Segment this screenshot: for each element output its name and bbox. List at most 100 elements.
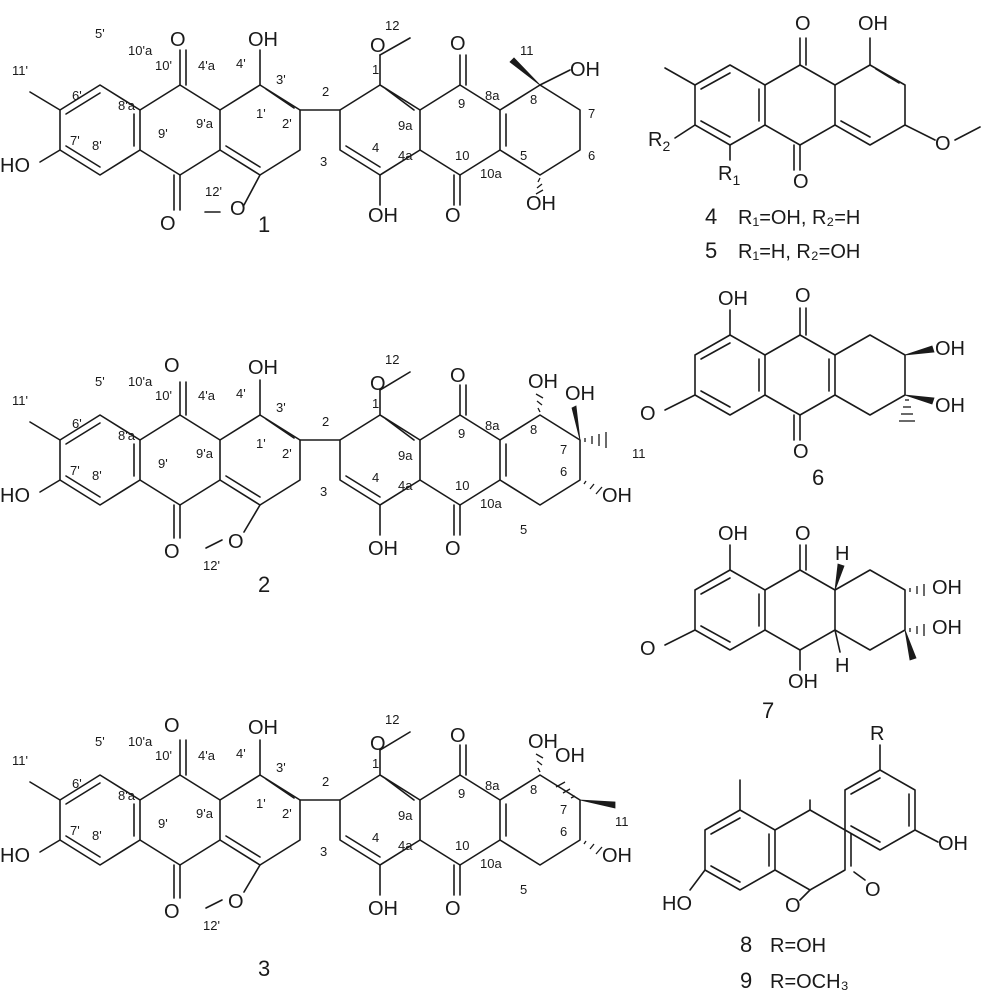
c2-label-8a: 8a: [485, 418, 500, 433]
c3-label-5: 5: [520, 882, 527, 897]
c1-ho-7p: HO: [0, 155, 30, 177]
c1-label-9: 9: [458, 96, 465, 111]
c7-oh-bottom: OH: [788, 671, 818, 693]
c1-label-3p: 3': [276, 72, 286, 87]
c6-ome-o: O: [640, 403, 656, 425]
c2-carbonyl-o-top: O: [164, 355, 180, 377]
c3-oh-7: OH: [555, 745, 585, 767]
c1-oh-4: OH: [368, 205, 398, 227]
c3-label-8: 8: [530, 782, 537, 797]
c2-label-8pa: 8'a: [118, 428, 136, 443]
c2-label-7: 7: [560, 442, 567, 457]
c2-ho-7p: HO: [0, 485, 30, 507]
c3-label-11p: 11': [12, 753, 28, 768]
c3-label-10pa: 10'a: [128, 734, 153, 749]
c1-label-11p: 11': [12, 63, 28, 78]
c3-label-4pa: 4'a: [198, 748, 216, 763]
c8-oh: OH: [938, 833, 968, 855]
c3-label-9pa: 9'a: [196, 806, 214, 821]
c1-carbonyl-o-top: O: [170, 29, 186, 51]
c3-label-10: 10: [455, 838, 469, 853]
c2-label-1: 1: [372, 396, 379, 411]
c2-label-1p: 1': [256, 436, 266, 451]
compound-6-structure: [664, 307, 935, 441]
c8-r-label: R: [870, 723, 884, 745]
compound-8-id: 8: [740, 932, 752, 957]
c3-label-7p: 7': [70, 823, 80, 838]
c2-oh-8: OH: [528, 371, 558, 393]
c1-label-9p: 9': [158, 126, 168, 141]
c1-label-7p: 7': [70, 133, 80, 148]
c8-ring-o: O: [785, 895, 801, 917]
c3-label-9p: 9': [158, 816, 168, 831]
c1-ome-o-1p: O: [230, 198, 246, 220]
c1-ome-o-1: O: [370, 35, 386, 57]
c3-label-1p: 1': [256, 796, 266, 811]
c3-label-12p: 12': [203, 918, 220, 933]
c1-label-11: 11: [520, 43, 534, 58]
c2-ome-o-1: O: [370, 373, 386, 395]
c1-label-6p: 6': [72, 88, 82, 103]
c2-label-10a: 10a: [480, 496, 502, 511]
c1-oh-5: OH: [526, 193, 556, 215]
c1-label-9a: 9a: [398, 118, 413, 133]
c3-carbonyl-o-bottom: O: [164, 901, 180, 923]
c2-label-10p: 10': [155, 388, 172, 403]
c7-h-bottom: H: [835, 655, 849, 677]
compound-5-note: R₁=H, R₂=OH: [738, 241, 860, 263]
c8-ho: HO: [662, 893, 692, 915]
c3-label-8p: 8': [92, 828, 102, 843]
c3-label-9: 9: [458, 786, 465, 801]
compound-3-structure: [29, 731, 616, 909]
c3-oh-6: OH: [602, 845, 632, 867]
compound-9-note: R=OCH₃: [770, 971, 849, 993]
c1-label-10pa: 10'a: [128, 43, 153, 58]
c3-label-3p: 3': [276, 760, 286, 775]
c2-label-2: 2: [322, 414, 329, 429]
c3-label-3: 3: [320, 844, 327, 859]
compound-8-note: R=OH: [770, 935, 826, 957]
c1-oh-8: OH: [570, 59, 600, 81]
c1-label-4a: 4a: [398, 148, 413, 163]
c2-label-3p: 3': [276, 400, 286, 415]
compound-2-structure: [29, 371, 607, 549]
c2-label-10pa: 10'a: [128, 374, 153, 389]
c6-carbonyl-o-bottom: O: [793, 441, 809, 463]
c3-oh-8: OH: [528, 731, 558, 753]
c6-carbonyl-o-top: O: [795, 285, 811, 307]
compound-9-id: 9: [740, 968, 752, 993]
c3-label-4a: 4a: [398, 838, 413, 853]
c2-label-11p: 11': [12, 393, 28, 408]
compound-7-structure: [664, 544, 925, 671]
c1-label-10a: 10a: [480, 166, 502, 181]
c7-oh: OH: [718, 523, 748, 545]
compound-8-9-structure: [689, 744, 939, 901]
c1-carbonyl-o-10: O: [445, 205, 461, 227]
c7-oh-right: OH: [932, 617, 962, 639]
compound-4-5-structure: [664, 37, 981, 171]
c2-label-12: 12: [385, 352, 399, 367]
c3-label-12: 12: [385, 712, 399, 727]
c3-label-2p: 2': [282, 806, 292, 821]
c3-carbonyl-o-top: O: [164, 715, 180, 737]
c2-oh-6: OH: [602, 485, 632, 507]
c2-label-7p: 7': [70, 463, 80, 478]
c3-label-7: 7: [560, 802, 567, 817]
c3-label-10a: 10a: [480, 856, 502, 871]
c2-label-5p: 5': [95, 374, 105, 389]
c1-label-1p: 1': [256, 106, 266, 121]
c2-oh-4: OH: [368, 538, 398, 560]
c4-carbonyl-o-bottom: O: [793, 171, 809, 193]
compound-2-id: 2: [258, 572, 270, 597]
c2-label-8: 8: [530, 422, 537, 437]
c7-h-top: H: [835, 543, 849, 565]
c3-carbonyl-o-9: O: [450, 725, 466, 747]
compound-4-id: 4: [705, 204, 717, 229]
c4-carbonyl-o-top: O: [795, 13, 811, 35]
c1-label-8a: 8a: [485, 88, 500, 103]
c1-label-8pa: 8'a: [118, 98, 136, 113]
c1-label-10: 10: [455, 148, 469, 163]
c1-label-4: 4: [372, 140, 379, 155]
c8-carbonyl-o: O: [865, 879, 881, 901]
c7-ome-o: O: [640, 638, 656, 660]
